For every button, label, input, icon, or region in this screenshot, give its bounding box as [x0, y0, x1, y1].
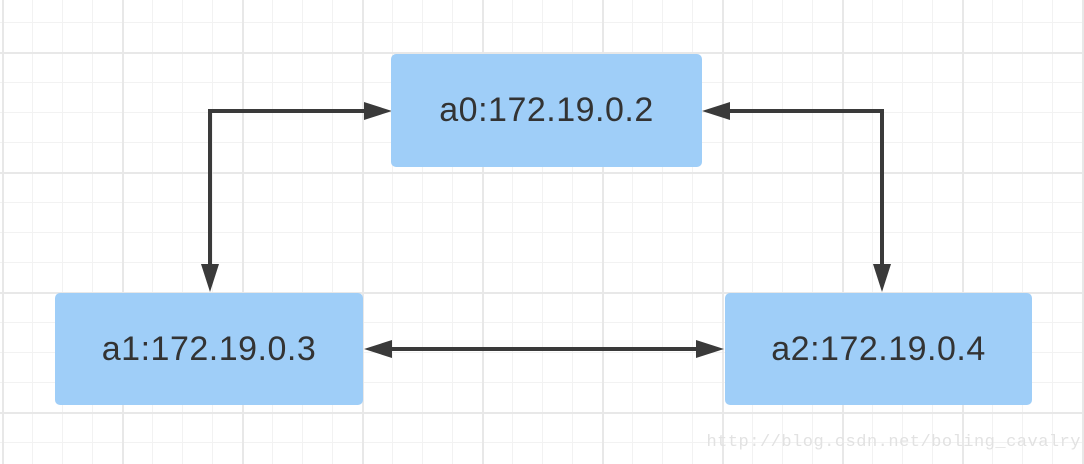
arrowhead-into-a2-top [873, 264, 891, 292]
node-a2: a2:172.19.0.4 [725, 293, 1032, 405]
node-a0-label: a0:172.19.0.2 [439, 91, 654, 129]
node-a2-label: a2:172.19.0.4 [771, 329, 986, 368]
watermark: http://blog.csdn.net/boling_cavalry [706, 433, 1081, 452]
arrowhead-into-a1-right [364, 340, 392, 358]
edge-a2-a0 [728, 109, 884, 266]
node-a0: a0:172.19.0.2 [391, 54, 702, 167]
arrowhead-into-a2-left [696, 340, 724, 358]
node-a1-label: a1:172.19.0.3 [101, 329, 317, 368]
edge-a1-a0 [208, 109, 366, 266]
node-a1: a1:172.19.0.3 [55, 293, 363, 405]
arrowhead-into-a1-top [201, 264, 219, 292]
arrowhead-into-a0-left [364, 102, 392, 120]
arrowhead-into-a0-right [702, 102, 730, 120]
